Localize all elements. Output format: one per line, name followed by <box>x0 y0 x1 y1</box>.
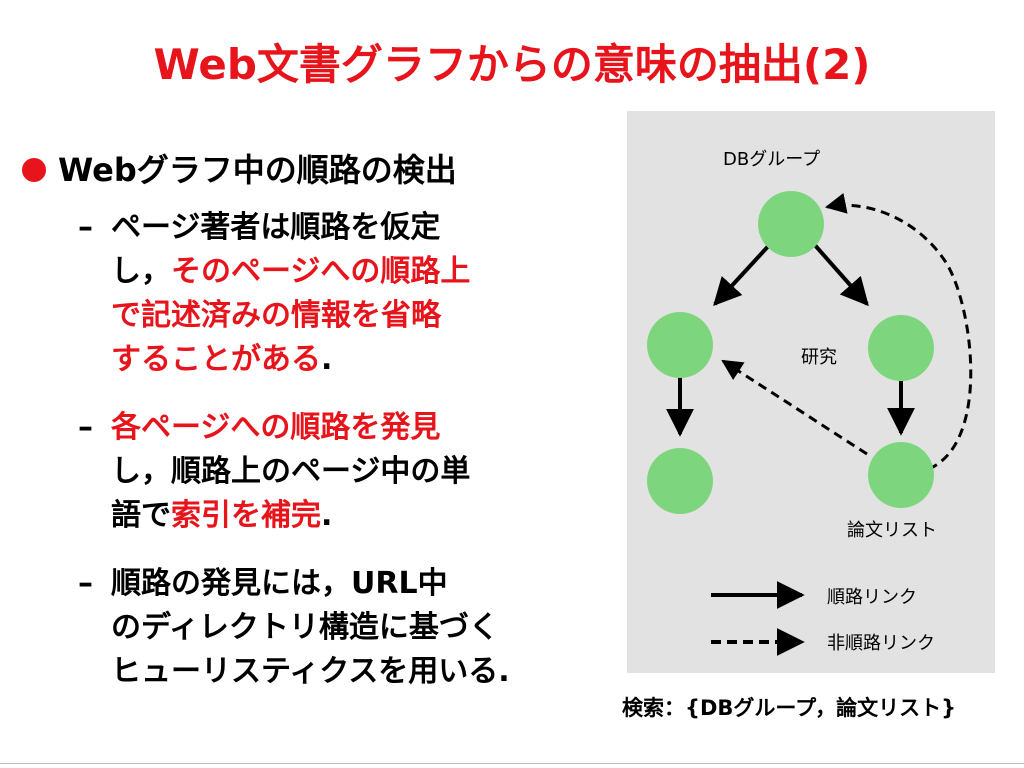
dash-icon: – <box>78 210 93 245</box>
text-line: することがある. <box>78 338 578 382</box>
main-bullet: Webグラフ中の順路の検出 <box>22 150 457 190</box>
search-caption: 検索：{DBグループ，論文リスト} <box>622 696 957 720</box>
text-segment: 語で <box>111 498 171 533</box>
edge-paperlist-to-db <box>824 193 973 471</box>
node-paper-list <box>868 442 934 508</box>
text-segment: し， <box>111 254 171 289</box>
text-line: で記述済みの情報を省略 <box>78 294 578 338</box>
edge-db-to-left <box>713 239 775 307</box>
legend-solid-label: 順路リンク <box>827 587 917 608</box>
sub-item-3: – 順路の発見には，URL中のディレクトリ構造に基づくヒューリスティクスを用いる… <box>78 562 578 694</box>
text-segment: . <box>321 342 333 377</box>
text-line: 語で索引を補完. <box>78 494 578 538</box>
footer-divider <box>0 763 1024 764</box>
text-segment: ページ著者は順路を仮定 <box>111 210 441 245</box>
node-db-group <box>758 191 824 257</box>
text-line: のディレクトリ構造に基づく <box>78 606 578 650</box>
text-segment: することがある <box>111 342 321 377</box>
text-segment: 索引を補完 <box>171 498 321 533</box>
legend-dashed-label: 非順路リンク <box>827 633 935 654</box>
text-line: し，そのページへの順路上 <box>78 250 578 294</box>
text-segment: . <box>321 498 333 533</box>
text-line: ページ著者は順路を仮定 <box>78 206 578 250</box>
dash-icon: – <box>78 410 93 445</box>
edge-paperlist-to-left <box>721 359 868 456</box>
text-line: ヒューリスティクスを用いる. <box>78 650 578 694</box>
edge-db-to-research <box>811 241 869 307</box>
text-segment: ヒューリスティクスを用いる. <box>111 654 510 689</box>
sub-item-1: – ページ著者は順路を仮定し，そのページへの順路上で記述済みの情報を省略すること… <box>78 206 578 382</box>
node-bottom-left <box>647 448 713 514</box>
slide-title: Web文書グラフからの意味の抽出(2) <box>153 40 871 89</box>
main-bullet-text: Webグラフ中の順路の検出 <box>58 151 457 189</box>
bullet-dot-icon <box>22 158 46 182</box>
text-segment: のディレクトリ構造に基づく <box>111 610 499 645</box>
text-segment: 各ページへの順路を発見 <box>111 410 441 445</box>
sub-item-1-lines: ページ著者は順路を仮定し，そのページへの順路上で記述済みの情報を省略することがあ… <box>78 206 578 382</box>
text-segment: そのページへの順路上 <box>171 254 471 289</box>
text-segment: 順路の発見には，URL中 <box>111 566 448 601</box>
label-research: 研究 <box>801 347 837 368</box>
text-line: し，順路上のページ中の単 <box>78 450 578 494</box>
dash-icon: – <box>78 566 93 601</box>
node-left <box>647 312 713 378</box>
text-line: 各ページへの順路を発見 <box>78 406 578 450</box>
text-segment: で記述済みの情報を省略 <box>111 298 441 333</box>
sub-item-3-lines: 順路の発見には，URL中のディレクトリ構造に基づくヒューリスティクスを用いる. <box>78 562 578 694</box>
graph-svg <box>647 191 973 656</box>
diagram-panel: DBグループ 研究 論文リスト 順路リンク 非順路リンク <box>627 111 995 673</box>
label-paper-list: 論文リスト <box>847 520 937 541</box>
sub-item-2-lines: 各ページへの順路を発見し，順路上のページ中の単語で索引を補完. <box>78 406 578 538</box>
label-db-group: DBグループ <box>723 149 821 170</box>
text-line: 順路の発見には，URL中 <box>78 562 578 606</box>
text-segment: し，順路上のページ中の単 <box>111 454 471 489</box>
node-research <box>868 315 934 381</box>
sub-item-2: – 各ページへの順路を発見し，順路上のページ中の単語で索引を補完. <box>78 406 578 538</box>
